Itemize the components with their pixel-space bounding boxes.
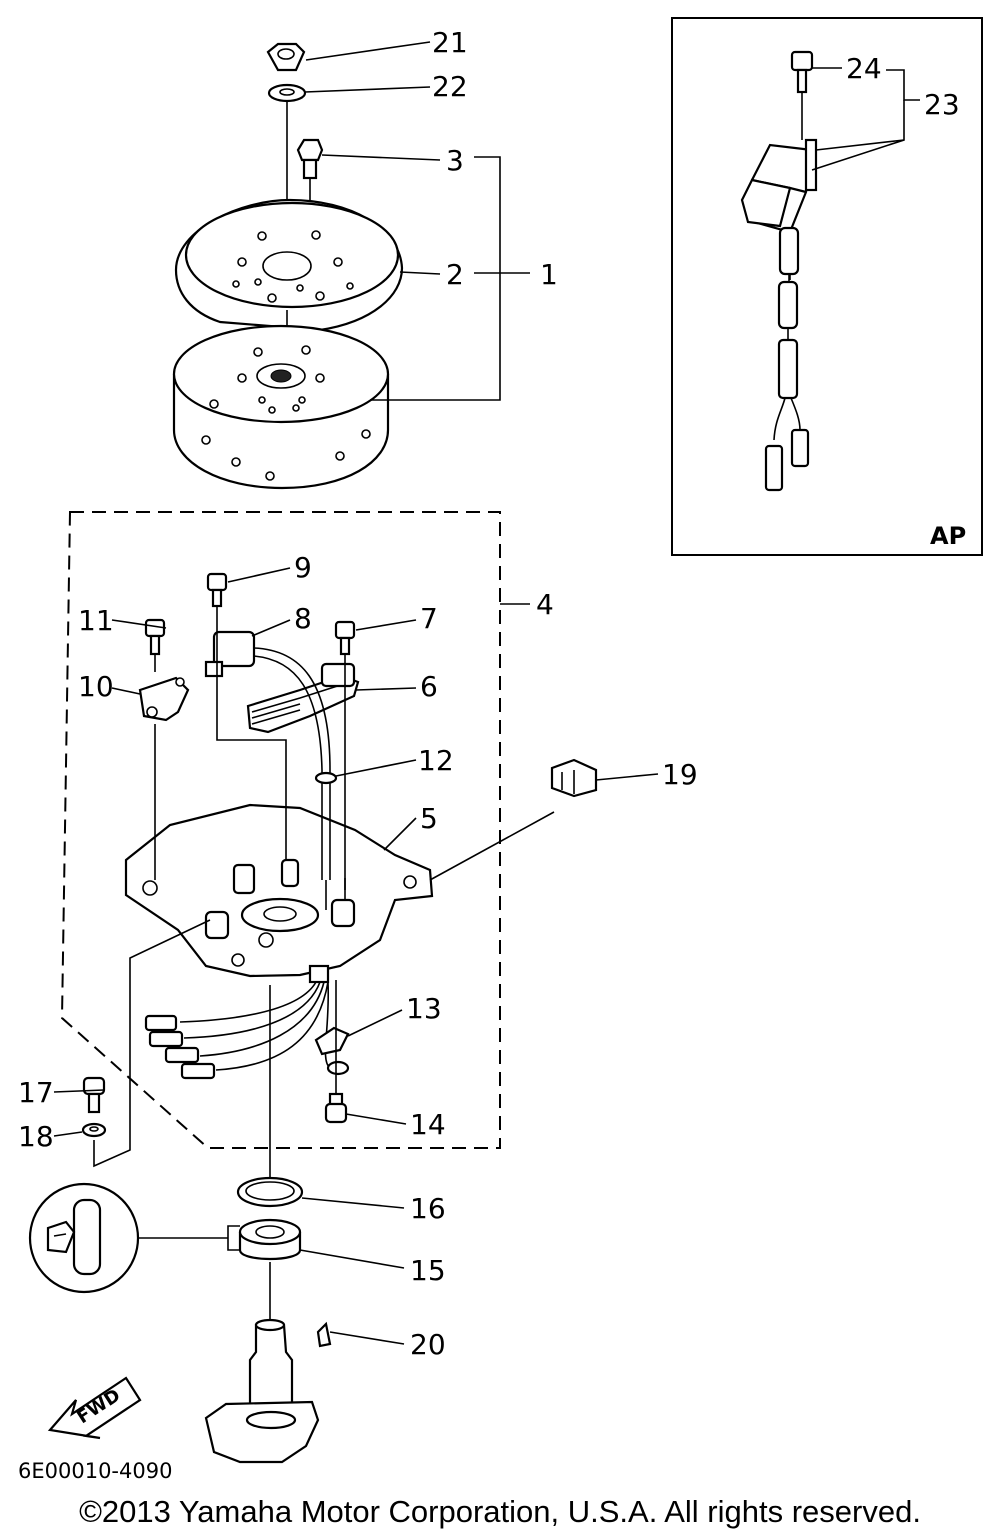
flywheel xyxy=(172,324,390,490)
callout-16: 16 xyxy=(410,1192,446,1225)
stator-base xyxy=(124,803,434,978)
callout-leaders xyxy=(53,67,920,1345)
cord-clamp xyxy=(314,770,338,880)
callout-14: 14 xyxy=(410,1108,446,1141)
nut xyxy=(266,42,306,72)
screw-14 xyxy=(324,1092,348,1124)
callout-24: 24 xyxy=(846,52,882,85)
callout-1: 1 xyxy=(540,258,558,291)
o-ring xyxy=(236,1176,304,1208)
flywheel-leaders xyxy=(304,41,530,401)
bolt-17 xyxy=(82,1076,106,1114)
dust-cover xyxy=(550,758,598,798)
callout-20: 20 xyxy=(410,1328,446,1361)
stator-assembly-outline xyxy=(60,511,501,1149)
copyright-notice: ©2013 Yamaha Motor Corporation, U.S.A. A… xyxy=(79,1494,921,1529)
oil-seal xyxy=(238,1218,302,1261)
callout-10: 10 xyxy=(78,670,114,703)
callout-6: 6 xyxy=(420,670,438,703)
callout-19: 19 xyxy=(662,758,698,791)
callout-22: 22 xyxy=(432,70,468,103)
inset-bolt xyxy=(790,50,814,94)
callout-23: 23 xyxy=(924,88,960,121)
callout-13: 13 xyxy=(406,992,442,1025)
seal-detail xyxy=(28,1182,140,1294)
flywheel-assembly xyxy=(172,42,404,490)
crankshaft xyxy=(204,1318,320,1464)
callout-5: 5 xyxy=(420,802,438,835)
callout-2: 2 xyxy=(446,258,464,291)
inset-cord xyxy=(764,226,810,492)
callout-7: 7 xyxy=(420,602,438,635)
callout-21: 21 xyxy=(432,26,468,59)
inset-ap-label: AP xyxy=(930,522,966,550)
callout-3: 3 xyxy=(446,144,464,177)
fwd-arrow: FWD xyxy=(47,1376,142,1440)
washer xyxy=(267,83,307,103)
inset-switch xyxy=(740,138,818,234)
callout-15: 15 xyxy=(410,1254,446,1287)
callout-8: 8 xyxy=(294,602,312,635)
callout-12: 12 xyxy=(418,744,454,777)
callout-11: 11 xyxy=(78,604,114,637)
callout-4: 4 xyxy=(536,588,554,621)
charge-coil xyxy=(246,662,360,734)
pulser-coil xyxy=(204,630,331,771)
callout-17: 17 xyxy=(18,1076,54,1109)
lighting-coil xyxy=(138,676,190,722)
bolt xyxy=(296,138,324,180)
flywheel-cover xyxy=(174,198,404,332)
washer-18 xyxy=(81,1122,107,1138)
callout-9: 9 xyxy=(294,551,312,584)
callout-18: 18 xyxy=(18,1120,54,1153)
wire-clamp xyxy=(314,1026,350,1056)
wire-harness xyxy=(144,964,350,1080)
inset-ap-box: AP xyxy=(671,17,983,556)
diagram-code: 6E00010-4090 xyxy=(18,1459,172,1483)
screw-9 xyxy=(206,572,228,608)
screw-7 xyxy=(334,620,356,656)
callout-numbers: 21 22 3 2 1 9 8 7 4 11 10 6 12 19 5 13 1… xyxy=(18,26,960,1361)
woodruff-key xyxy=(316,1321,332,1348)
